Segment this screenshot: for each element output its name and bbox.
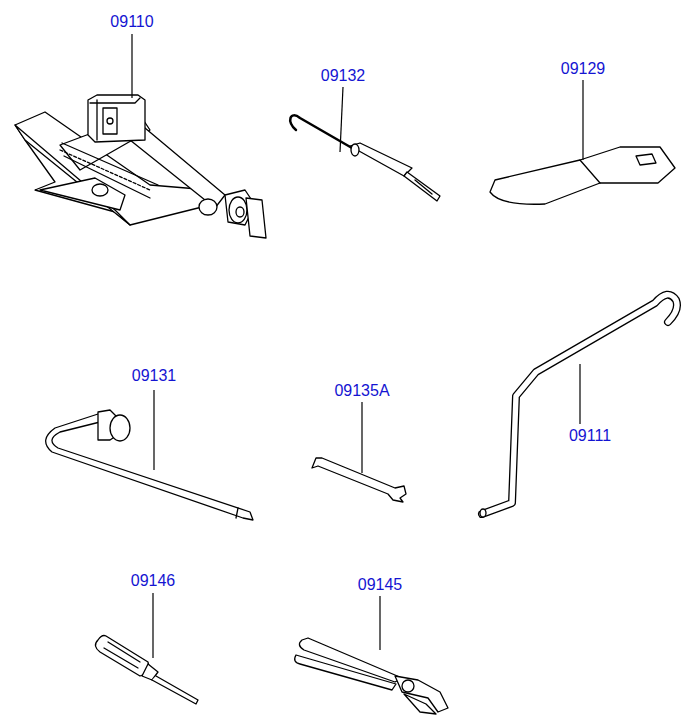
hook-tool bbox=[290, 115, 440, 201]
lug-wrench bbox=[46, 410, 253, 520]
callout-number: 09146 bbox=[130, 573, 177, 589]
pliers bbox=[295, 638, 448, 714]
scissor-jack bbox=[15, 95, 266, 238]
callout-number: 09145 bbox=[357, 577, 404, 593]
callout-number: 09132 bbox=[320, 68, 367, 84]
crank-handle bbox=[480, 295, 677, 517]
callout-number: 09111 bbox=[568, 428, 612, 444]
callout-number: 09131 bbox=[131, 368, 178, 384]
callout-number: 09135A bbox=[333, 383, 390, 399]
leader-lines bbox=[132, 34, 583, 658]
screwdriver bbox=[95, 636, 198, 705]
callout-number: 09129 bbox=[560, 61, 607, 77]
callout-number: 09110 bbox=[109, 14, 154, 30]
spanner bbox=[312, 458, 406, 502]
